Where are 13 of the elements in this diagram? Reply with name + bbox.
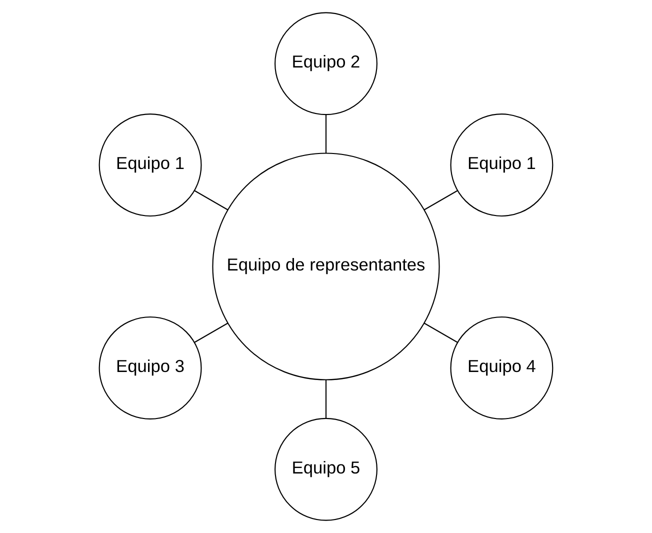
node-circle: Equipo 1 xyxy=(450,114,554,217)
node-circle: Equipo 4 xyxy=(450,316,554,420)
node-circle: Equipo 5 xyxy=(274,418,378,521)
connector xyxy=(424,190,458,210)
connector xyxy=(424,322,458,343)
connector xyxy=(194,190,228,210)
connector xyxy=(194,322,228,343)
node-circle: Equipo 1 xyxy=(98,114,202,217)
connector xyxy=(325,114,327,154)
connector xyxy=(325,380,327,418)
node-circle: Equipo de representantes xyxy=(212,152,440,380)
node-circle: Equipo 2 xyxy=(274,12,378,116)
node-circle: Equipo 3 xyxy=(98,316,202,420)
